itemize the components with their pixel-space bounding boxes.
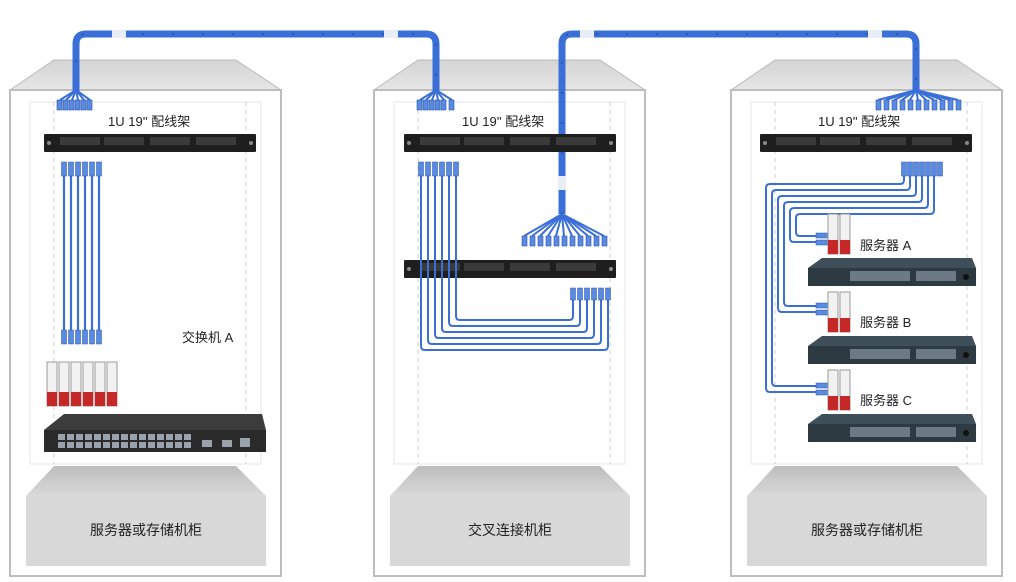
connectors-rack1-top [56, 99, 93, 111]
server-c-device [808, 414, 976, 442]
trunk-cable-1 [72, 30, 440, 92]
server-c-label: 服务器 C [860, 393, 912, 408]
patch-panel-rack2-top [404, 134, 616, 152]
trunk-cable-2 [558, 30, 920, 214]
rack-3 [729, 59, 1004, 577]
patch-cords-rack3 [765, 176, 935, 393]
switch-a-label: 交换机 A [182, 330, 234, 345]
patch-cord-plugs-rack1 [61, 161, 102, 345]
fanout-rack2-middle [523, 213, 605, 237]
connectors-rack2-middle [521, 235, 608, 247]
rack-3-title: 服务器或存储机柜 [811, 522, 923, 538]
server-a-device [808, 258, 976, 286]
rack-2-title: 交叉连接机柜 [468, 522, 552, 538]
fanout-rack2 [419, 89, 453, 101]
rack-1 [8, 59, 283, 577]
patch-panel-label-rack2: 1U 19'' 配线架 [462, 114, 544, 129]
sfp-modules-rack1 [46, 361, 118, 407]
switch-a [44, 414, 266, 452]
server-a-label: 服务器 A [860, 238, 912, 253]
sfp-modules-rack3 [827, 213, 851, 411]
patch-panel-label-rack1: 1U 19'' 配线架 [108, 114, 190, 129]
fanout-rack1 [59, 89, 91, 101]
server-b-label: 服务器 B [860, 315, 911, 330]
connectors-rack2-top [416, 99, 455, 111]
server-b-device [808, 336, 976, 364]
fanout-rack3 [877, 89, 959, 101]
cross-connect-plugs-rack2 [418, 161, 611, 301]
rack-1-title: 服务器或存储机柜 [90, 522, 202, 538]
patch-panel-label-rack3: 1U 19'' 配线架 [818, 114, 900, 129]
cross-connect-cords-rack2 [420, 176, 609, 351]
connectors-rack3-top [875, 99, 962, 111]
patch-panel-rack3 [760, 134, 972, 152]
patch-cords-rack1 [62, 176, 101, 330]
patch-plugs-rack3 [815, 161, 943, 396]
rack-2 [372, 59, 647, 577]
patch-panel-rack1 [44, 134, 256, 152]
